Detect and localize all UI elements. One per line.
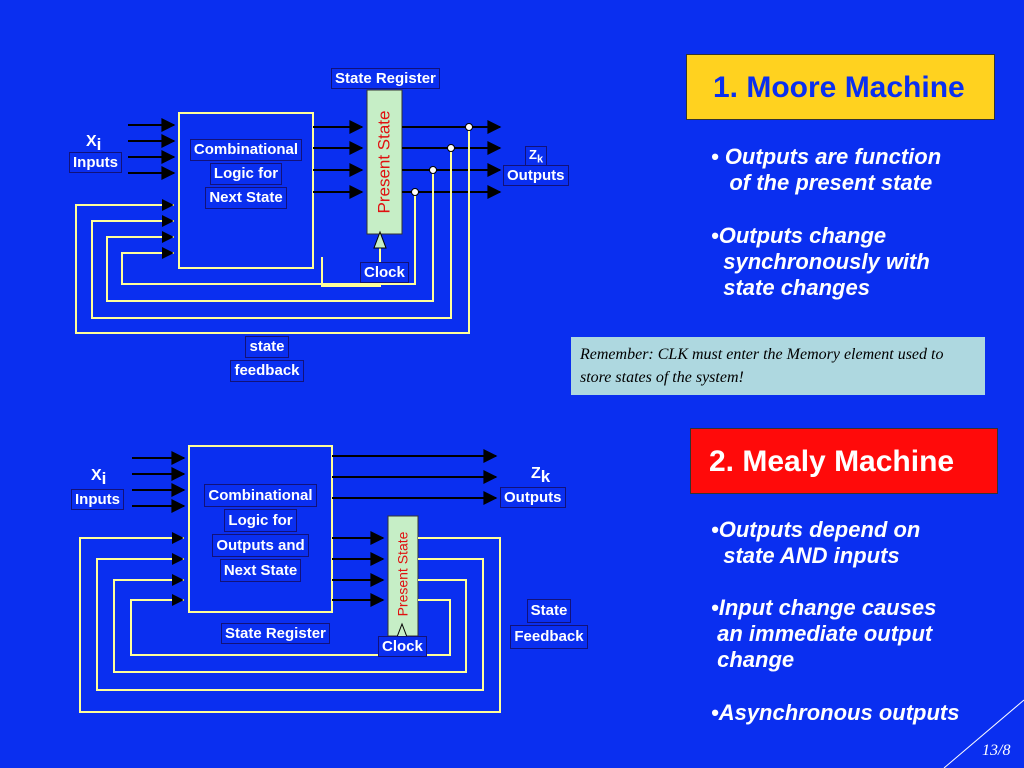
mealy-logic-label: Combinational Logic for Outputs and Next…: [190, 483, 331, 583]
mealy-feedback-line-2: Feedback: [510, 625, 588, 649]
moore-feedback-label: state feedback: [222, 335, 312, 383]
mealy-feedback-label: State Feedback: [503, 598, 595, 650]
mealy-feedback-line-1: State: [526, 599, 572, 623]
mealy-logic-box: [188, 445, 333, 613]
mealy-outputs-symbol: Zk: [529, 464, 553, 486]
moore-register-box: [366, 89, 403, 235]
moore-outputs-symbol: Zk: [525, 146, 548, 169]
moore-input-arrows: [128, 118, 176, 180]
moore-clock-label: Clock: [360, 262, 409, 283]
mealy-output-arrows: [332, 449, 498, 505]
moore-logic-label: Combinational Logic for Next State: [180, 138, 312, 210]
mealy-inputs-subscript: i: [101, 469, 107, 488]
moore-logic-line-2: Logic for: [209, 163, 283, 185]
moore-outputs-z: Z: [529, 147, 537, 162]
mealy-present-state-label: Present State: [395, 531, 411, 616]
page-number: 13/8: [982, 742, 1011, 759]
moore-state-register-label: State Register: [331, 68, 440, 89]
clock-note: Remember: CLK must enter the Memory elem…: [571, 337, 985, 395]
moore-feedback-lines: [75, 127, 470, 334]
moore-outputs-label: Outputs: [503, 165, 569, 186]
mealy-feedback-lines: [79, 537, 501, 713]
moore-junction-dots: [411, 123, 473, 196]
mealy-title: 2. Mealy Machine: [690, 428, 998, 494]
mealy-logic-register-arrows: [332, 531, 385, 607]
moore-logic-box: [178, 112, 314, 269]
mealy-logic-line-2: Logic for: [224, 509, 297, 532]
mealy-outputs-label: Outputs: [500, 487, 566, 508]
moore-outputs-subscript: k: [536, 153, 544, 166]
moore-bullet-1: • Outputs are function of the present st…: [711, 144, 942, 195]
mealy-clock-label: Clock: [378, 636, 427, 657]
mealy-outputs-subscript: k: [540, 467, 551, 486]
moore-inputs-symbol: Xi: [84, 132, 104, 154]
mealy-register-box: [387, 515, 419, 637]
moore-clock-arrowhead: [373, 230, 387, 249]
moore-feedback-line-1: state: [245, 336, 289, 358]
mealy-bullet-3: •Asynchronous outputs: [711, 700, 960, 725]
mealy-logic-line-3: Outputs and: [212, 534, 309, 557]
mealy-logic-line-1: Combinational: [204, 484, 317, 507]
moore-feedback-arrowheads: [162, 199, 174, 259]
moore-inputs-x: X: [86, 133, 97, 150]
mealy-inputs-symbol: Xi: [89, 466, 109, 488]
mealy-inputs-x: X: [91, 467, 102, 484]
moore-logic-line-1: Combinational: [189, 139, 303, 161]
mealy-outputs-z: Z: [531, 465, 541, 482]
moore-inputs-label: Inputs: [69, 152, 122, 173]
moore-title: 1. Moore Machine: [686, 54, 995, 120]
mealy-logic-line-4: Next State: [219, 559, 302, 582]
mealy-state-register-label: State Register: [221, 623, 330, 644]
moore-feedback-line-2: feedback: [230, 360, 304, 382]
moore-logic-register-arrows: [313, 120, 364, 199]
moore-logic-line-3: Next State: [205, 187, 287, 209]
mealy-inputs-label: Inputs: [71, 489, 124, 510]
moore-present-state-label: Present State: [374, 110, 393, 213]
mealy-input-arrows: [132, 451, 186, 513]
moore-inputs-subscript: i: [96, 135, 102, 154]
mealy-feedback-arrowheads: [172, 532, 184, 606]
mealy-bullet-1: •Outputs depend on state AND inputs: [711, 517, 921, 568]
mealy-bullet-2: •Input change causes an immediate output…: [711, 595, 937, 672]
moore-bullet-2: •Outputs change synchronously with state…: [711, 223, 930, 300]
